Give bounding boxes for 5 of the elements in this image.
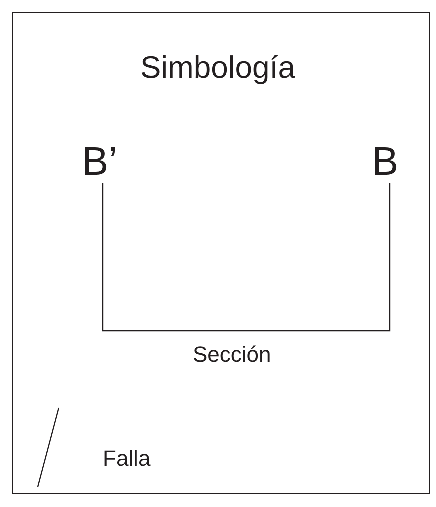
legend-title: Simbología <box>139 52 297 83</box>
section-endpoint-label: B <box>372 142 399 182</box>
legend-label: Falla <box>103 448 151 470</box>
legend-label: Sección <box>193 344 272 366</box>
section-endpoint-label: B’ <box>82 142 118 182</box>
